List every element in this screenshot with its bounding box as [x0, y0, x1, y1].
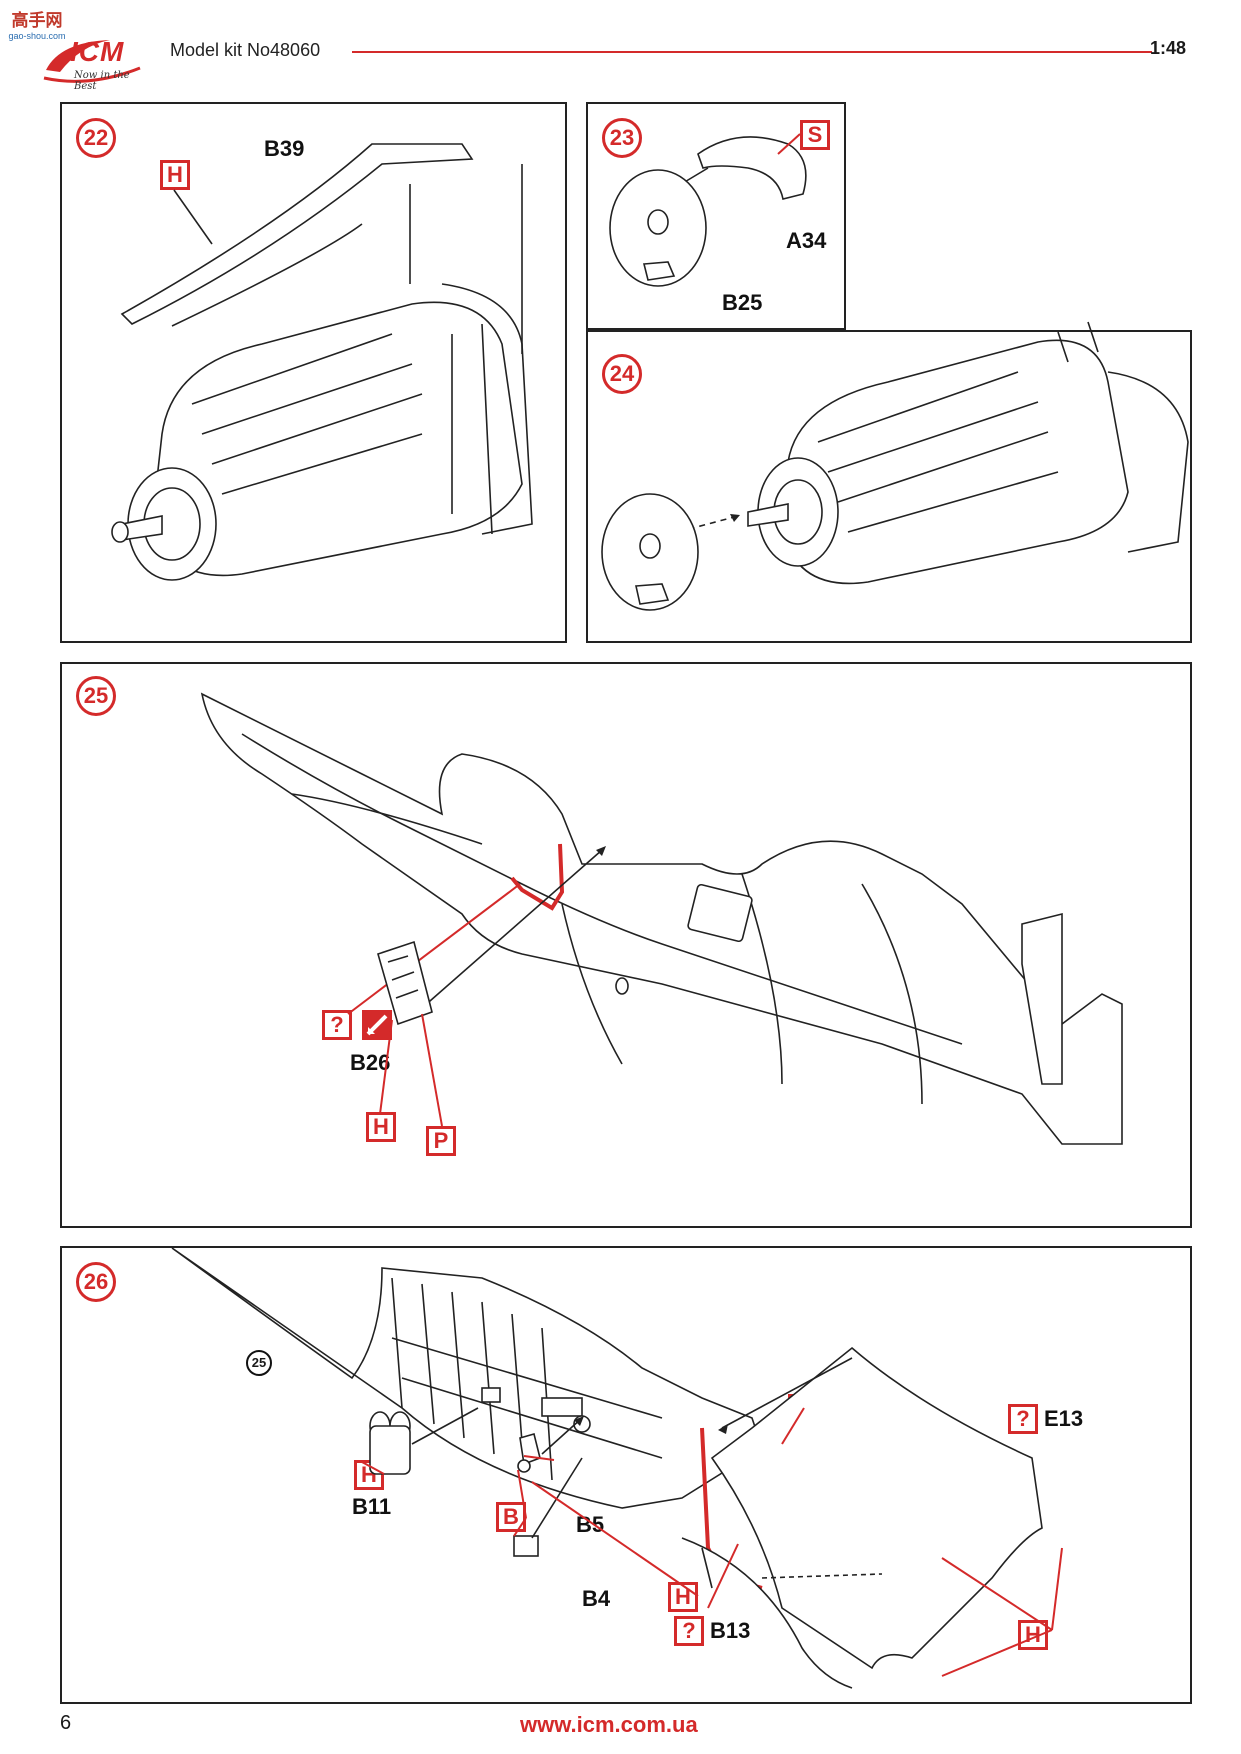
watermark: 高手网 gao-shou.com — [4, 6, 70, 41]
header-rule — [352, 51, 1152, 53]
watermark-label: 高手网 — [11, 11, 63, 31]
spinner-backplate-drawing — [609, 133, 807, 287]
brush-stroke-icon — [366, 1014, 388, 1036]
watermark-url: gao-shou.com — [8, 31, 66, 41]
engine-assembly-drawing — [111, 143, 533, 581]
part-label-b13: B13 — [710, 1618, 751, 1643]
step-number: 22 — [76, 118, 116, 158]
tag-s-color: S — [800, 120, 830, 150]
part-label-e13: E13 — [1044, 1406, 1084, 1431]
scale-label: 1:48 — [1150, 38, 1187, 58]
part-label-b39: B39 — [264, 136, 305, 161]
part-label-a34: A34 — [786, 228, 827, 253]
page-number: 6 — [60, 1712, 72, 1734]
brand-tagline: Now in the Best — [74, 70, 130, 92]
brand-name: ICM — [70, 36, 125, 67]
icm-logo: ICM Now in the Best — [40, 32, 150, 92]
tag-b-color: B — [496, 1502, 526, 1532]
tag-q-e13: ? — [1008, 1404, 1038, 1434]
fuselage-half-b1-drawing — [200, 692, 1123, 1145]
step-number: 24 — [602, 354, 642, 394]
step-24-panel: 24 — [586, 321, 1192, 643]
step-23-panel: 23 S A34 B25 — [586, 102, 846, 330]
step-25-panel: 25 B1 ? B26 H P — [60, 662, 1192, 1228]
logo-swoosh-icon — [43, 40, 141, 83]
paint-brush-icon — [362, 1010, 392, 1040]
step-22-panel: 22 B39 H — [60, 102, 567, 643]
step-number: 26 — [76, 1262, 116, 1302]
fuselage-interior-drawing — [171, 1247, 1063, 1689]
part-label-b25: B25 — [722, 290, 763, 315]
tag-h-color: H — [366, 1112, 396, 1142]
step-number: 25 — [76, 676, 116, 716]
engine-with-backplate-drawing — [601, 321, 1189, 611]
kit-title: Model kit No48060 — [170, 40, 321, 60]
tag-q-b13: ? — [674, 1616, 704, 1646]
step-26-panel: 26 25 H B11 A B B5 B4 H ? ? E13 ? B13 H — [60, 1246, 1192, 1704]
tag-q-check: ? — [322, 1010, 352, 1040]
part-label-b11: B11 — [352, 1494, 392, 1519]
step-number: 23 — [602, 118, 642, 158]
tag-h-b5: H — [668, 1582, 698, 1612]
website-link[interactable]: www.icm.com.ua — [520, 1712, 698, 1737]
part-label-b26: B26 — [350, 1050, 391, 1075]
tag-p-color: P — [426, 1126, 456, 1156]
tag-h-color: H — [160, 160, 190, 190]
reference-step-badge: 25 — [246, 1350, 272, 1376]
part-label-b4: B4 — [582, 1586, 611, 1611]
